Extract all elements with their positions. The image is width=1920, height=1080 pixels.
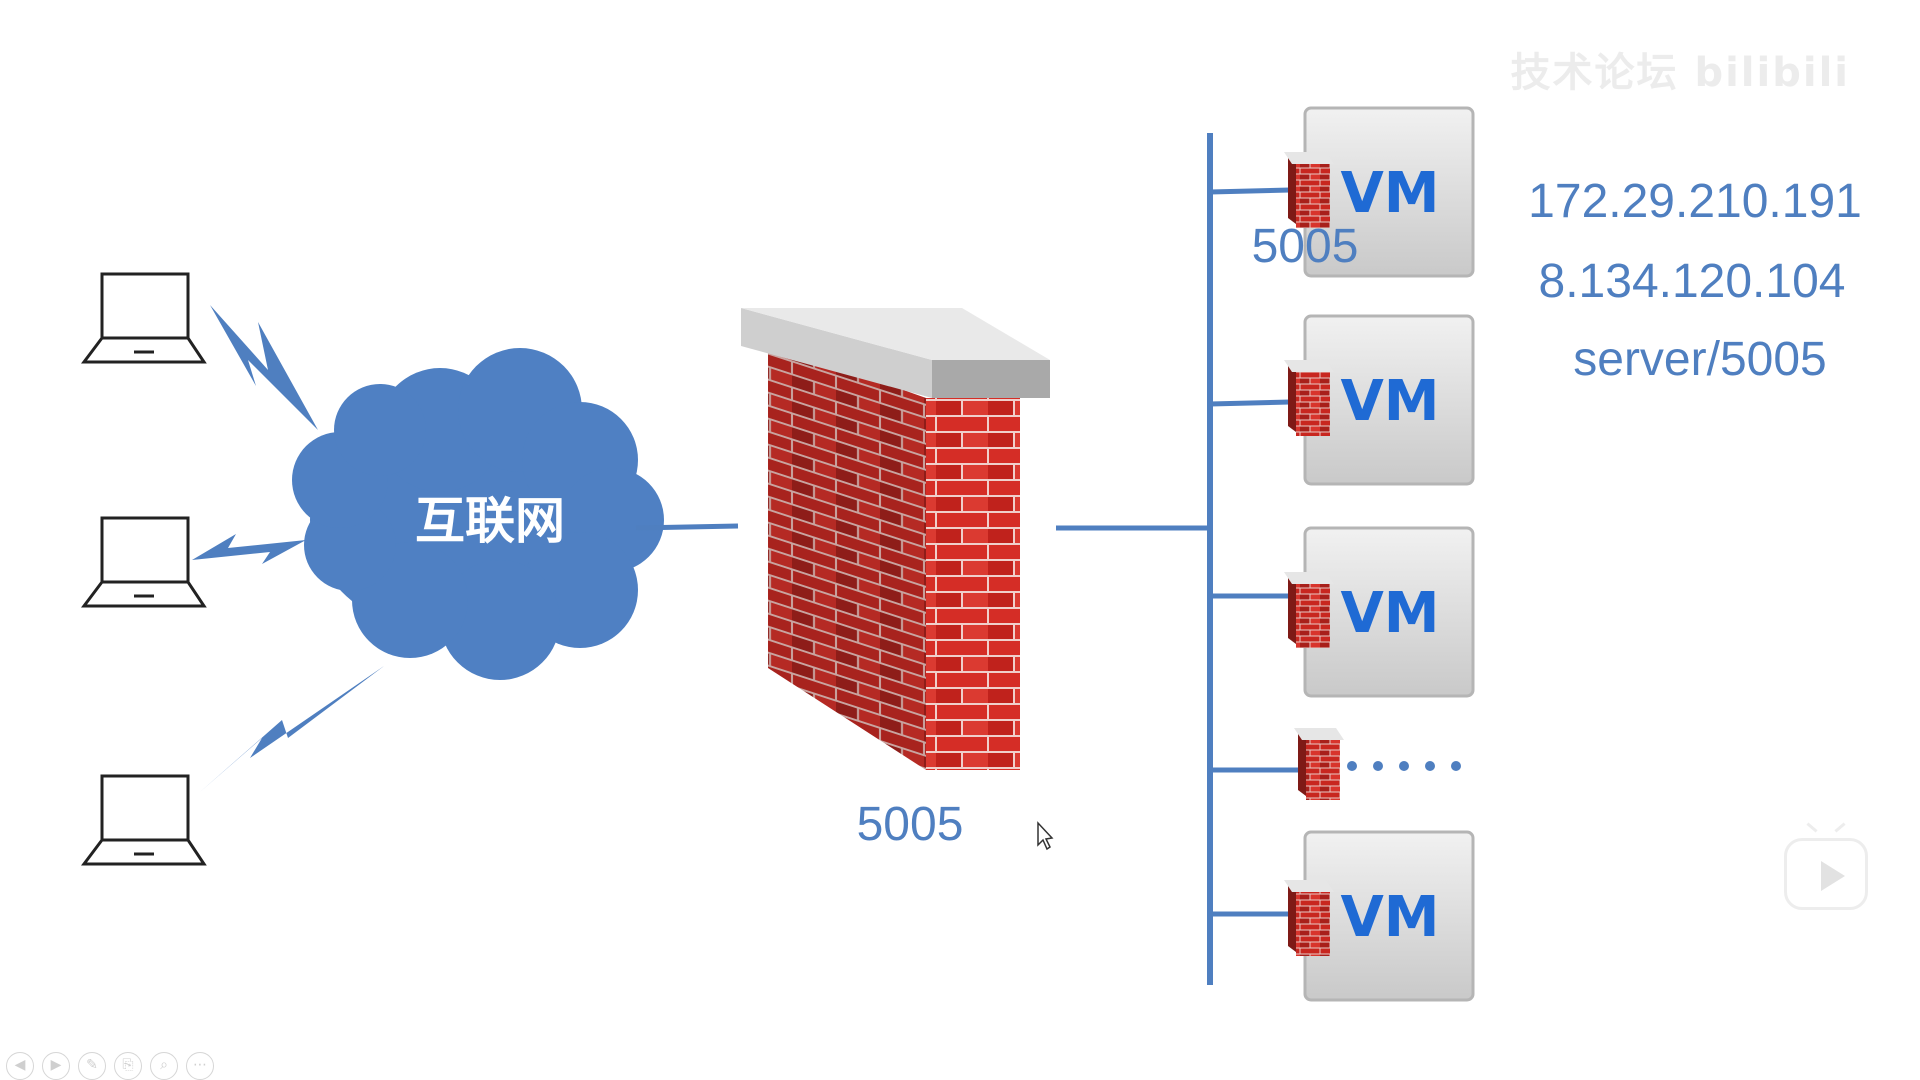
laptop-icon	[81, 272, 207, 364]
firewall-icon	[741, 308, 1050, 770]
more-options-button[interactable]: ⋯	[186, 1052, 214, 1080]
next-slide-button[interactable]: ▶	[42, 1052, 70, 1080]
slides-overview-button[interactable]: ⎘	[114, 1052, 142, 1080]
server-path-text: server/5005	[1573, 333, 1826, 386]
cloud-to-firewall-link	[635, 523, 739, 531]
vm-box: VM	[1303, 830, 1475, 1002]
host-firewall-icon	[1284, 572, 1334, 648]
mouse-cursor-icon	[1037, 821, 1054, 851]
watermark: 技术论坛 bilibili	[1510, 50, 1850, 96]
laptop-icon	[81, 516, 207, 608]
laptop-icon	[81, 774, 207, 866]
slide-controls: ◀ ▶ ✎ ⎘ ⌕ ⋯	[6, 1052, 214, 1080]
private-ip-text: 172.29.210.191	[1528, 175, 1862, 228]
pen-tool-button[interactable]: ✎	[78, 1052, 106, 1080]
vm-box: VM	[1303, 314, 1475, 486]
zoom-button[interactable]: ⌕	[150, 1052, 178, 1080]
vm-label: VM	[1340, 885, 1439, 950]
host-firewall-icon	[1284, 152, 1334, 228]
switch-branches	[1209, 187, 1300, 917]
play-button[interactable]	[1784, 838, 1868, 910]
vm-label: VM	[1340, 581, 1439, 646]
vm-label: VM	[1340, 369, 1439, 434]
lightning-bolt-icon	[192, 534, 306, 564]
cloud-label: 互联网	[415, 492, 565, 550]
lightning-bolt-icon	[210, 305, 318, 430]
prev-slide-button[interactable]: ◀	[6, 1052, 34, 1080]
lightning-bolt-icon	[200, 666, 384, 792]
host-firewall-icon	[1294, 728, 1344, 800]
vm-label: VM	[1340, 161, 1439, 226]
firewall-port-label: 5005	[857, 798, 964, 851]
internet-cloud-icon	[292, 348, 664, 680]
public-ip-text: 8.134.120.104	[1539, 255, 1846, 308]
host-firewall-icon	[1284, 880, 1334, 956]
vm-box: VM	[1303, 526, 1475, 698]
more-vms-ellipsis	[1347, 761, 1461, 771]
vm-port-label: 5005	[1252, 220, 1359, 273]
host-firewall-icon	[1284, 360, 1334, 436]
